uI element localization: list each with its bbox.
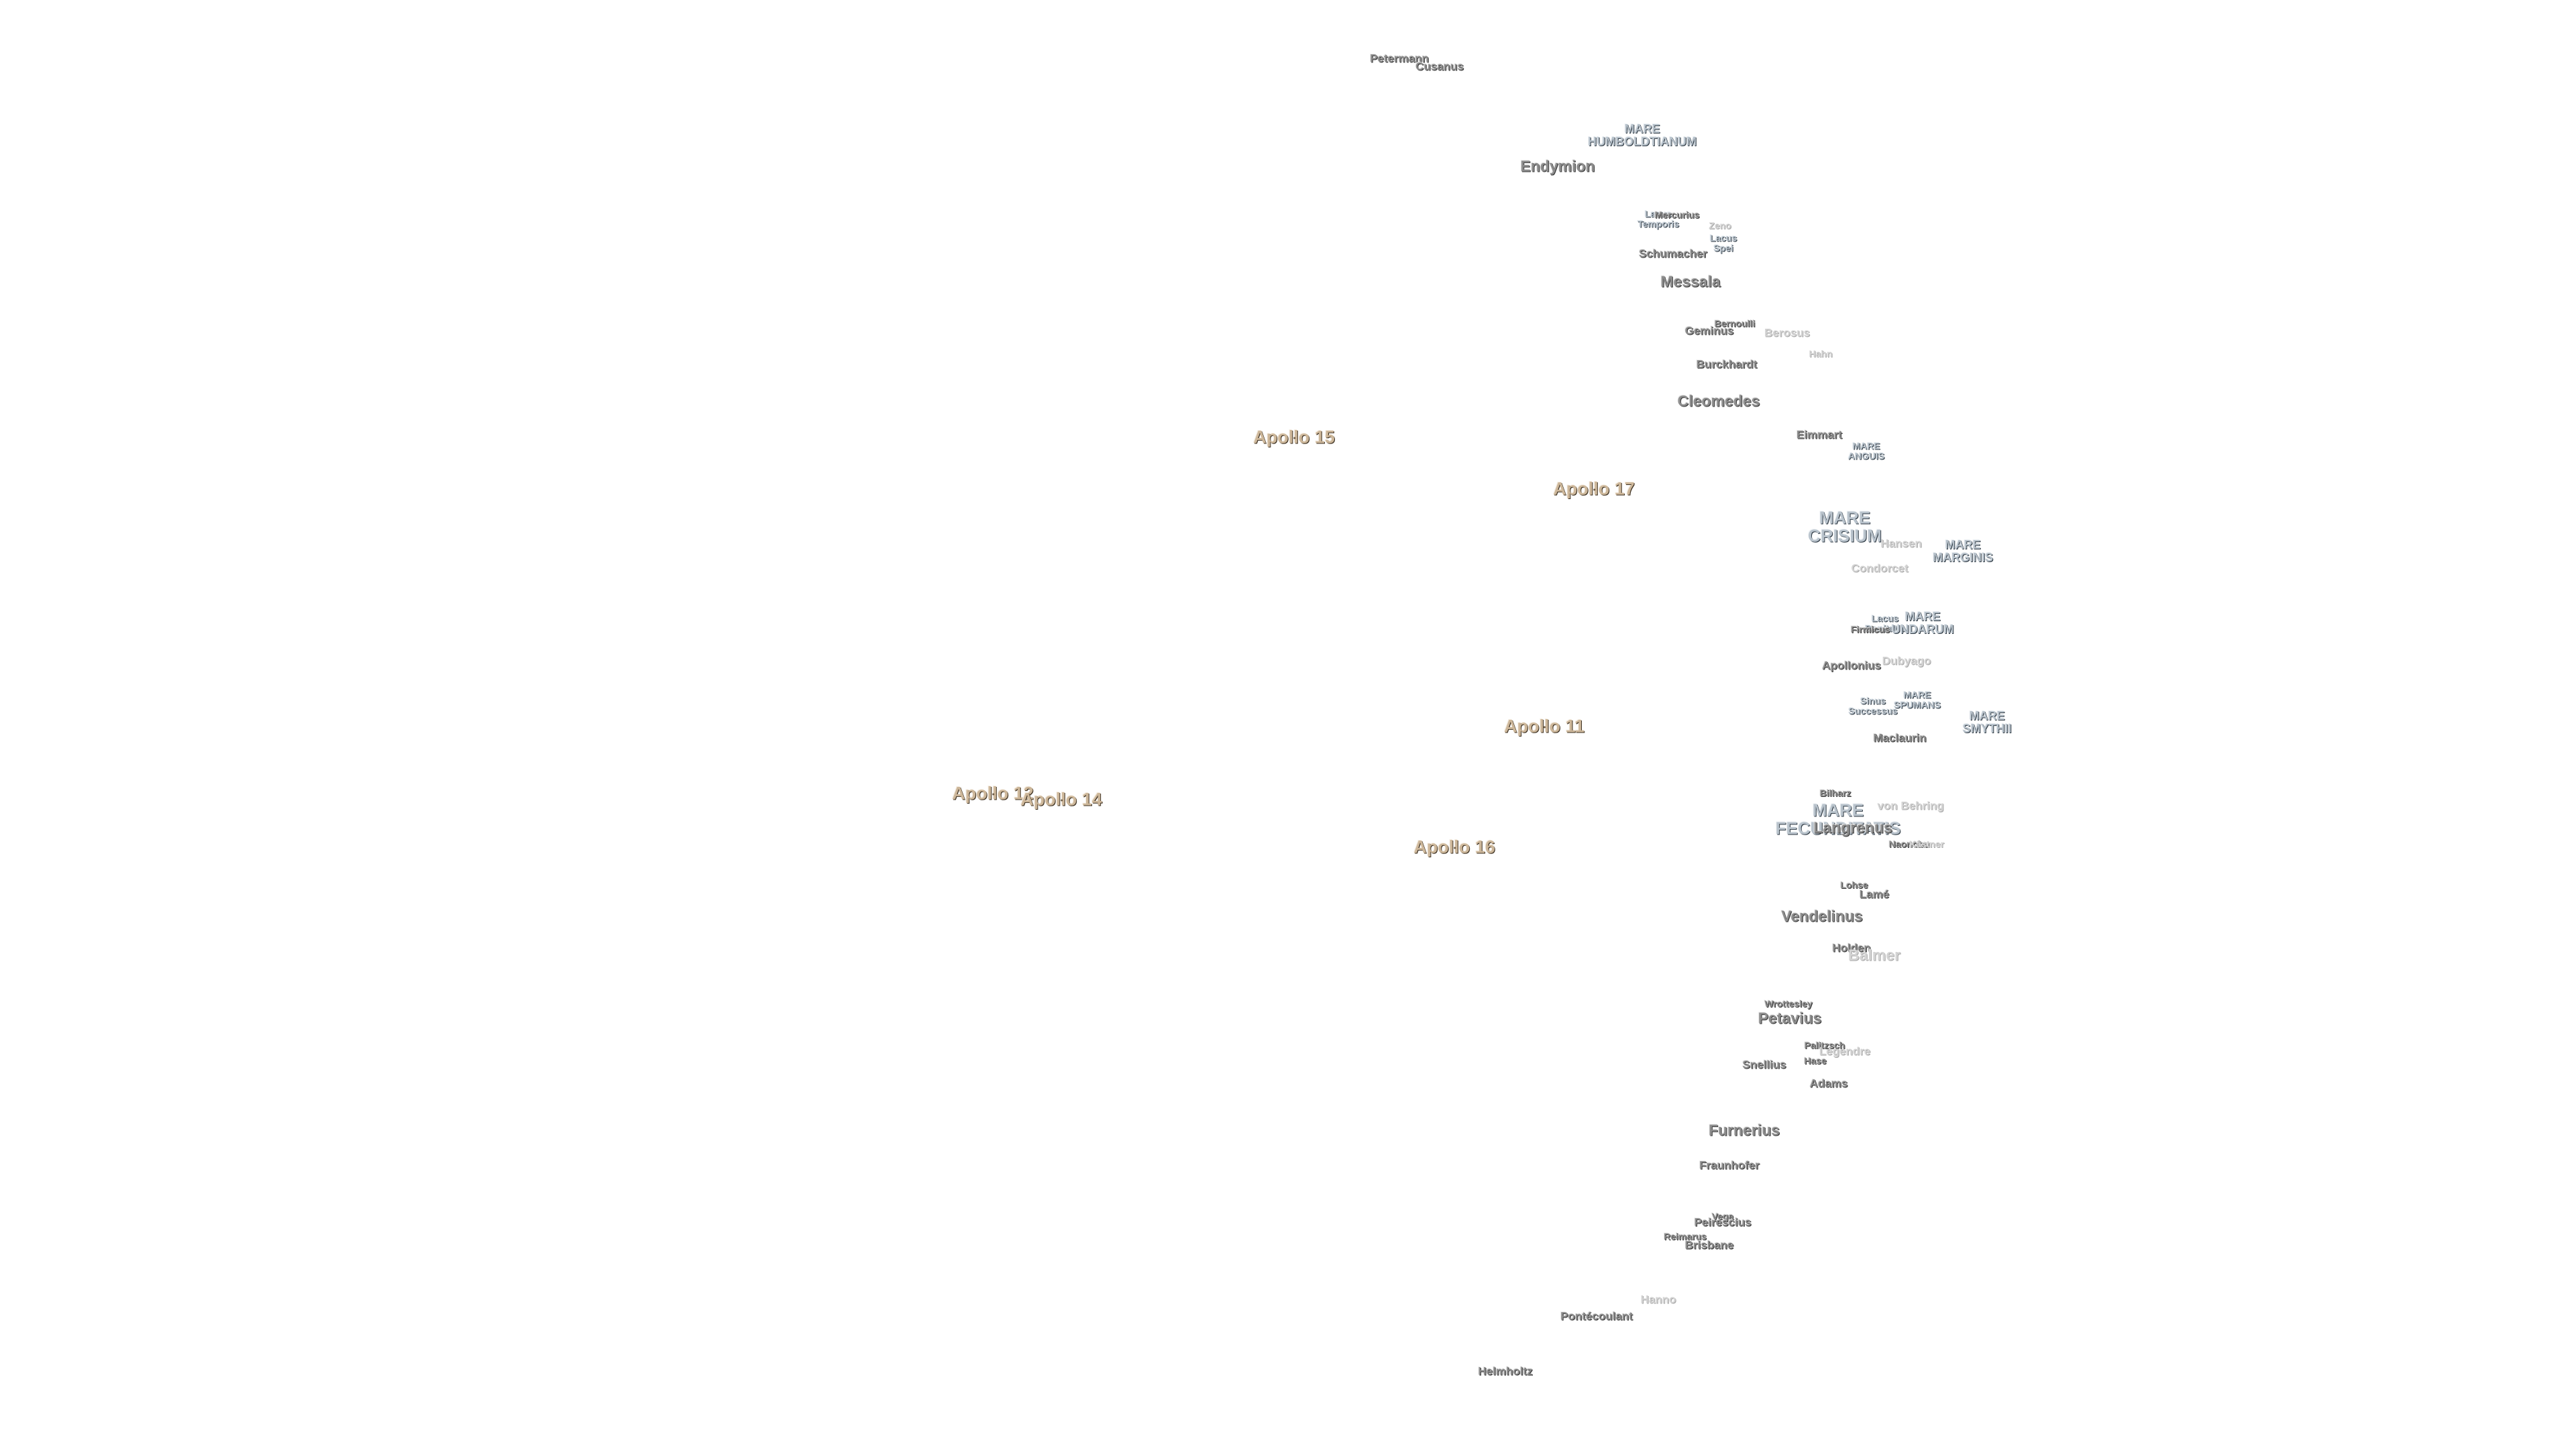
crater-firmicus-label: Firmicus: [1850, 624, 1890, 635]
crater-brisbane-label: Brisbane: [1684, 1238, 1734, 1252]
crater-bernoulli-label: Bernoulli: [1714, 318, 1756, 329]
crater-messala-label: Messala: [1660, 272, 1721, 290]
crater-lohse-label: Lohse: [1840, 879, 1868, 890]
crater-fraunhofer-label: Fraunhofer: [1699, 1159, 1760, 1172]
crater-bilharz-label: Bilharz: [1819, 788, 1851, 798]
crater-hanno-label: Hanno: [1640, 1293, 1676, 1306]
apollo-15-marker[interactable]: Apollo 15: [1253, 427, 1335, 447]
apollo-17-marker[interactable]: Apollo 17: [1553, 478, 1635, 499]
mare-fecunditatis-label: MARE FECUNDITATIS: [1775, 800, 1901, 839]
crater-burckhardt-label: Burckhardt: [1696, 358, 1758, 371]
crater-adams-label: Adams: [1809, 1077, 1848, 1090]
crater-balmer-label: Balmer: [1848, 946, 1900, 964]
crater-snellius-label: Snellius: [1742, 1058, 1786, 1071]
mare-smythii-label: MARE SMYTHII: [1962, 709, 2012, 735]
apollo-16-marker[interactable]: Apollo 16: [1413, 837, 1495, 857]
crater-helmholtz-label: Helmholtz: [1478, 1364, 1533, 1378]
crater-vega-label: Vega: [1711, 1211, 1734, 1222]
crater-von-behring-label: von Behring: [1877, 799, 1944, 812]
crater-eimmart-label: Eimmart: [1796, 428, 1843, 441]
mare-marginis-label: MARE MARGINIS: [1933, 538, 1993, 564]
crater-hase-label: Hase: [1804, 1055, 1827, 1066]
crater-reimarus-label: Reimarus: [1664, 1231, 1707, 1242]
sinus-successus-label: Sinus Successus: [1848, 695, 1898, 716]
crater-vendelinus-label: Vendelinus: [1781, 907, 1863, 925]
apollo-12-marker[interactable]: Apollo 12: [952, 783, 1034, 804]
crater-apollonius-label: Apollonius: [1822, 659, 1881, 672]
crater-legendre-label: Legendre: [1819, 1044, 1871, 1058]
crater-cusanus-label: Cusanus: [1415, 60, 1464, 73]
crater-kastner-label: Kästner: [1909, 839, 1945, 849]
crater-maclaurin-label: Maclaurin: [1873, 731, 1927, 745]
crater-dubyago-label: Dubyago: [1882, 654, 1931, 667]
lacus-spei-label: Lacus Spei: [1709, 232, 1737, 253]
crater-naonobu-label: Naonobu: [1888, 839, 1930, 849]
crater-schumacher-label: Schumacher: [1638, 247, 1708, 260]
apollo-14-marker[interactable]: Apollo 14: [1020, 789, 1102, 810]
crater-cleomedes-label: Cleomedes: [1677, 392, 1760, 410]
crater-furnerius-label: Furnerius: [1708, 1121, 1780, 1139]
mare-undarum-label: MARE UNDARUM: [1891, 610, 1954, 636]
crater-langrenus-label: Langrenus: [1813, 818, 1892, 837]
crater-wrottesley-label: Wrottesley: [1764, 998, 1813, 1009]
crater-peirescius-label: Peirescius: [1694, 1216, 1752, 1229]
lacus-bonitatis-label: Lacus Bonitatis: [1865, 612, 1905, 633]
crater-petermann-label: Petermann: [1370, 52, 1429, 65]
crater-mercurius-label: Mercurius: [1654, 209, 1700, 220]
crater-endymion-label: Endymion: [1520, 157, 1595, 175]
crater-pontecoulant-label: Pontécoulant: [1560, 1309, 1633, 1323]
crater-hansen-label: Hansen: [1880, 537, 1922, 550]
apollo-11-marker[interactable]: Apollo 11: [1503, 716, 1585, 737]
mare-crisium-label: MARE CRISIUM: [1808, 507, 1882, 546]
crater-lame-label: Lamé: [1859, 888, 1890, 901]
crater-petavius-label: Petavius: [1758, 1009, 1822, 1027]
mare-spumans-label: MARE SPUMANS: [1893, 689, 1941, 710]
crater-zeno-label: Zeno: [1709, 220, 1731, 231]
mare-humboldtianum-label: MARE HUMBOLDTIANUM: [1588, 122, 1697, 148]
crater-holden-label: Holden: [1832, 941, 1871, 955]
lacus-temporis-label: Lacus Temporis: [1638, 208, 1679, 229]
crater-condorcet-label: Condorcet: [1851, 561, 1909, 575]
crater-berosus-label: Berosus: [1764, 326, 1811, 339]
crater-palitzsch-label: Palitzsch: [1804, 1040, 1845, 1051]
crater-hahn-label: Hahn: [1809, 348, 1833, 359]
mare-anguis-label: MARE ANGUIS: [1847, 440, 1885, 461]
crater-geminus-label: Geminus: [1684, 324, 1734, 337]
